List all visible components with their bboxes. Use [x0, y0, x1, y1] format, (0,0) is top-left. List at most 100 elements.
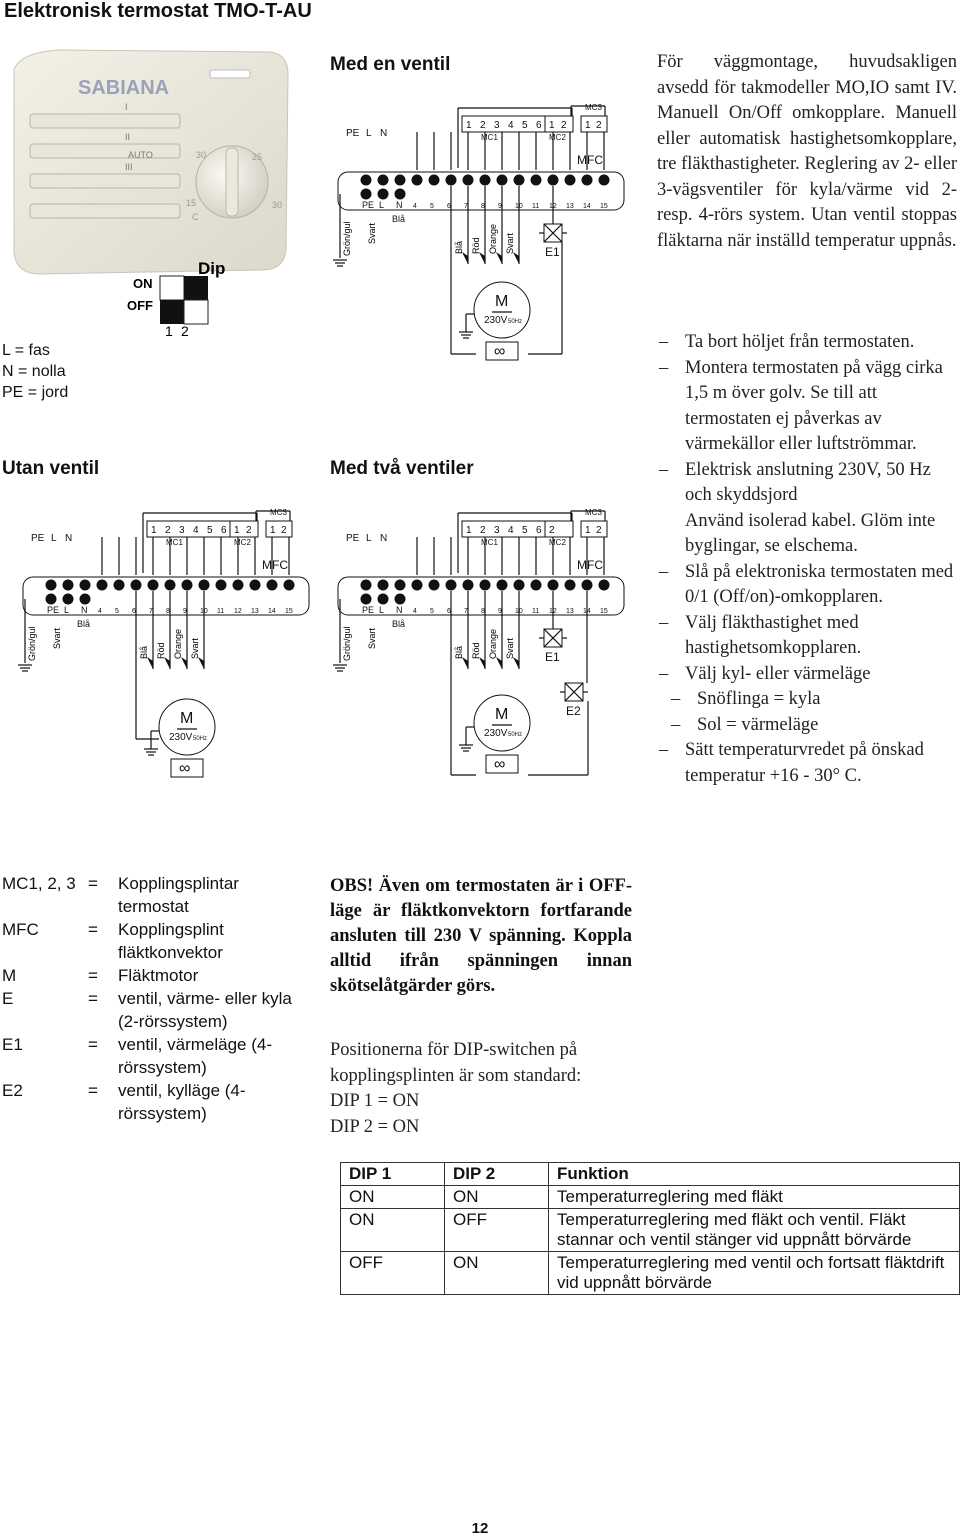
wire-orange-label: Orange [173, 629, 183, 659]
terminal-screw [360, 188, 372, 200]
mc1-pin: 5 [522, 120, 528, 131]
wire [564, 682, 584, 702]
mc1-pin: 4 [508, 120, 514, 131]
svg-text:I: I [125, 102, 128, 112]
mc1-pin: 3 [494, 120, 500, 131]
pe-label: PE [31, 533, 45, 544]
instruction-item: Slå på elektroniska termostaten med 0/1 … [657, 560, 957, 611]
wire-arrow [513, 252, 519, 264]
mc3-pin: 1 [270, 525, 276, 536]
mc2-label: MC2 [234, 538, 251, 547]
instruction-item: Använd isolerad kabel. Glöm inte bygling… [685, 510, 936, 557]
mc1-pin: 2 [165, 525, 171, 536]
capacitor-symbol [170, 758, 204, 778]
terminal-screw [394, 188, 406, 200]
wire-gron-gul-label: Grön/gul [27, 626, 37, 661]
wire-arrow [496, 252, 502, 264]
terminal-number: 13 [566, 608, 574, 615]
wire-rod-label: Röd [471, 237, 481, 254]
terminal-number: 14 [268, 608, 276, 615]
capacitor-symbol [485, 754, 519, 774]
instruction-item: Ta bort höljet från termostaten. [657, 330, 957, 356]
mc1-pin: 6 [536, 120, 542, 131]
mc2-pin: 2 [549, 525, 555, 536]
fan-speed-slider[interactable] [29, 113, 181, 219]
legend-row: M=Fläktmotor [2, 966, 199, 985]
wiring-diagram-one-valve: PELN123456MC112MC212MC3MFCPELN4567891011… [333, 103, 625, 361]
instructions-list: Ta bort höljet från termostaten. Montera… [657, 330, 957, 789]
terminal-number: L [379, 200, 384, 210]
wire-arrow [147, 657, 153, 669]
wire [543, 628, 563, 648]
terminal-number: N [396, 200, 403, 210]
obs-warning: OBS! Även om termostaten är i OFF-läge ä… [330, 876, 632, 996]
terminal-number: N [396, 605, 403, 615]
terminal-number: L [379, 605, 384, 615]
mc1-pin: 6 [221, 525, 227, 536]
wire-arrow [513, 657, 519, 669]
wire-rod-label: Röd [471, 642, 481, 659]
capacitor-glyph: ∞ [494, 343, 505, 360]
pe-label: PE [346, 128, 360, 139]
mc3-block [580, 520, 608, 538]
svg-text:25: 25 [252, 152, 262, 162]
svg-text:30: 30 [196, 150, 206, 160]
mc1-label: MC1 [166, 538, 183, 547]
wire-arrow [462, 657, 468, 669]
capacitor-glyph: ∞ [179, 760, 190, 777]
mc2-block [544, 520, 574, 538]
wire-bla-label: Blå [454, 241, 464, 254]
dip-table-header: DIP 1 DIP 2 Funktion [340, 1162, 960, 1186]
motor-m: M [495, 293, 508, 310]
wire-bla-label: Blå [454, 646, 464, 659]
wire-rod-label: Röd [156, 642, 166, 659]
instruction-item: Välj kyl- eller värmeläge [657, 662, 957, 688]
mc1-pin: 1 [466, 525, 472, 536]
terminal-screw [377, 593, 389, 605]
legend-row: E2=ventil, kylläge (4-rörssystem) [2, 1081, 246, 1123]
motor-symbol [473, 694, 531, 752]
mc3-block [580, 115, 608, 133]
motor-symbol [158, 698, 216, 756]
heading-med-tva-ventiler: Med två ventiler [330, 458, 474, 479]
terminal-number: 8 [166, 608, 170, 615]
instruction-subitem: Sol = värmeläge [657, 713, 957, 739]
wire-svart-label: Svart [505, 232, 515, 254]
l-label: L [51, 533, 57, 544]
wiring-diagram-two-valves: PELN123456MC12MC212MC3MFCPELN45678910111… [333, 508, 625, 776]
mc3-block [265, 520, 293, 538]
legend-row: E1=ventil, värmeläge (4-rörssystem) [2, 1035, 273, 1077]
mc2-pin: 2 [561, 120, 567, 131]
wire-arrow [496, 657, 502, 669]
terminal-number: 4 [413, 203, 417, 210]
terminal-number: 8 [481, 608, 485, 615]
terminal-number: 8 [481, 203, 485, 210]
svg-text:II: II [125, 132, 130, 142]
wire-bla-label: Blå [77, 619, 90, 629]
n-label: N [380, 128, 387, 139]
mc1-pin: 1 [151, 525, 157, 536]
instruction-item: Sätt temperaturvredet på önskad temperat… [657, 738, 957, 789]
mc2-pin: 1 [234, 525, 240, 536]
terminal-number: 15 [600, 203, 608, 210]
l-label: L [366, 128, 372, 139]
legend-row: E=ventil, värme- eller kyla (2-rörssyste… [2, 989, 292, 1031]
col-dip1: DIP 1 [340, 1162, 445, 1186]
svg-text:15: 15 [186, 198, 196, 208]
terminal-screw [79, 593, 91, 605]
col-dip2: DIP 2 [444, 1162, 549, 1186]
mc2-pin: 1 [549, 120, 555, 131]
terminal-number: 7 [464, 608, 468, 615]
instruction-item: Montera termostaten på vägg cirka 1,5 m … [657, 356, 957, 458]
terminal-number: PE [362, 605, 374, 615]
mc1-pin: 5 [207, 525, 213, 536]
mc3-pin: 1 [585, 525, 591, 536]
mc1-pin: 3 [179, 525, 185, 536]
terminal-number: 13 [566, 203, 574, 210]
wire-svart-label: Svart [190, 637, 200, 659]
capacitor-symbol [485, 341, 519, 361]
wire-arrow [479, 657, 485, 669]
terminal-number: 14 [583, 203, 591, 210]
